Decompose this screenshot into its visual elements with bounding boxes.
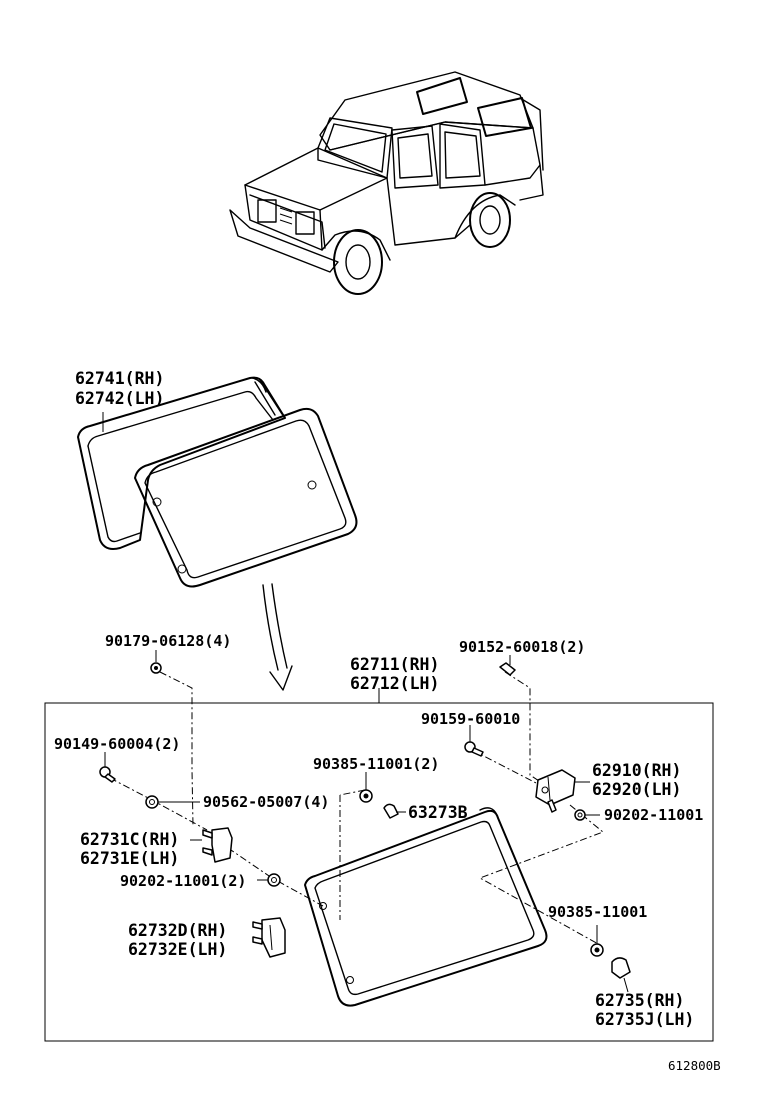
lock-62731c: [190, 827, 233, 863]
label-bracket-rh: 62732D(RH): [128, 921, 227, 940]
bolt-90179: [150, 662, 162, 674]
label-glass-rh: 62741(RH): [75, 369, 164, 388]
nut-90562: [145, 795, 200, 809]
label-hinge-lh: 62920(LH): [592, 780, 681, 799]
cap-62735: [611, 957, 631, 993]
vehicle-illustration: [229, 71, 544, 295]
label-nut-90202-single: 90202-11001: [604, 806, 703, 824]
screw-90152: [499, 655, 516, 676]
screw-90149: [99, 752, 116, 783]
label-screw-90159: 90159-60010: [421, 710, 520, 728]
label-hinge-rh: 62910(RH): [592, 761, 681, 780]
label-washer-90385-single: 90385-11001: [548, 903, 647, 921]
label-screw-90152: 90152-60018(2): [459, 638, 585, 656]
assembly-arrow: [262, 583, 293, 691]
screw-90159: [464, 725, 484, 757]
reference-code: 612800B: [668, 1058, 721, 1073]
label-window-rh: 62711(RH): [350, 655, 439, 674]
label-screw-90149: 90149-60004(2): [54, 735, 180, 753]
washer-90385: [359, 772, 373, 803]
dashed-guides: [109, 671, 604, 946]
label-lock-lh: 62731E(LH): [80, 849, 179, 868]
label-glass-lh: 62742(LH): [75, 389, 164, 408]
label-cap-rh: 62735(RH): [595, 991, 684, 1010]
window-frame-assembly: [304, 807, 548, 1007]
bracket-62732d: [252, 917, 286, 958]
glass-panel-inner: [134, 407, 358, 588]
label-bolt-90179: 90179-06128(4): [105, 632, 231, 650]
glass-panel-outer: [77, 376, 286, 550]
label-window-lh: 62712(LH): [350, 674, 439, 693]
label-clip-63273b: 63273B: [408, 803, 468, 822]
label-washer-90385-pair: 90385-11001(2): [313, 755, 439, 773]
washer-90385-single: [590, 925, 604, 957]
hinge-62910: [535, 769, 590, 813]
nut-90202-single: [574, 809, 600, 821]
label-cap-lh: 62735J(LH): [595, 1010, 694, 1029]
label-nut-90202-pair: 90202-11001(2): [120, 872, 246, 890]
clip-63273b: [383, 803, 406, 819]
nut-90202-pair: [257, 873, 281, 887]
label-lock-rh: 62731C(RH): [80, 830, 179, 849]
label-bracket-lh: 62732E(LH): [128, 940, 227, 959]
part-labels: 62741(RH) 62742(LH) 90179-06128(4) 90152…: [54, 369, 703, 1029]
label-nut-90562: 90562-05007(4): [203, 793, 329, 811]
